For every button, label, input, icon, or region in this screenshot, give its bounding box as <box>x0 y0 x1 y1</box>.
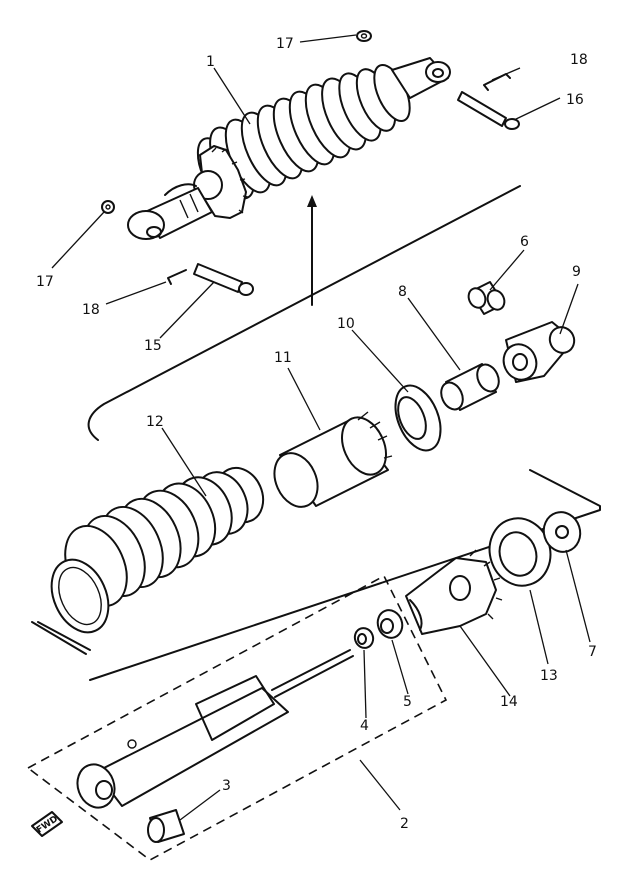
lower-bushing <box>147 809 185 843</box>
upper-mount-eye <box>502 321 576 383</box>
callout-11: 11 <box>274 350 292 366</box>
callout-labels: 1 2 3 4 5 6 7 8 9 10 11 12 13 14 15 16 1… <box>35 36 597 836</box>
spring-seat-washer <box>488 517 552 587</box>
lower-bolt <box>193 263 254 296</box>
callout-3: 3 <box>222 778 231 794</box>
damper-body <box>76 649 354 809</box>
callout-14: 14 <box>500 694 518 710</box>
callout-8: 8 <box>398 284 407 300</box>
assembly-body <box>127 183 213 240</box>
callout-13: 13 <box>540 668 558 684</box>
callout-2: 2 <box>400 816 409 832</box>
bushing <box>467 281 506 315</box>
callout-4: 4 <box>360 718 369 734</box>
callout-15: 15 <box>144 338 162 354</box>
shock-absorber-assembly <box>101 30 520 296</box>
assembly-spring <box>196 64 411 203</box>
spring-adjuster <box>405 549 503 635</box>
spring <box>50 466 265 634</box>
upper-washer <box>356 30 372 42</box>
damper-group-outline <box>26 574 448 861</box>
upper-bolt <box>457 91 520 130</box>
lower-cotter-pin <box>167 269 187 285</box>
callout-17-upper: 17 <box>276 36 294 52</box>
leader-lines <box>51 34 591 821</box>
explode-arrow <box>307 195 317 306</box>
upper-cotter-pin <box>483 73 511 91</box>
callout-10: 10 <box>337 316 355 332</box>
locknut <box>353 627 375 649</box>
callout-5: 5 <box>403 694 412 710</box>
spring-guide <box>273 411 393 508</box>
callout-7: 7 <box>588 644 597 660</box>
callout-17-lower: 17 <box>36 274 54 290</box>
callout-6: 6 <box>520 234 529 250</box>
explode-bracket-upper <box>87 185 521 441</box>
assembly-top-eye <box>391 57 451 99</box>
fwd-direction-tag <box>31 811 63 837</box>
thrust-washer <box>542 511 582 553</box>
callout-18-upper: 18 <box>570 52 588 68</box>
callout-18-lower: 18 <box>82 302 100 318</box>
spring-seat <box>394 384 442 452</box>
explode-bracket-lower <box>31 469 601 681</box>
callout-9: 9 <box>572 264 581 280</box>
lower-washer <box>101 200 115 214</box>
damper-seal <box>376 609 404 639</box>
callout-1: 1 <box>206 54 215 70</box>
callout-16: 16 <box>566 92 584 108</box>
bump-stopper <box>440 363 500 411</box>
callout-12: 12 <box>146 414 164 430</box>
